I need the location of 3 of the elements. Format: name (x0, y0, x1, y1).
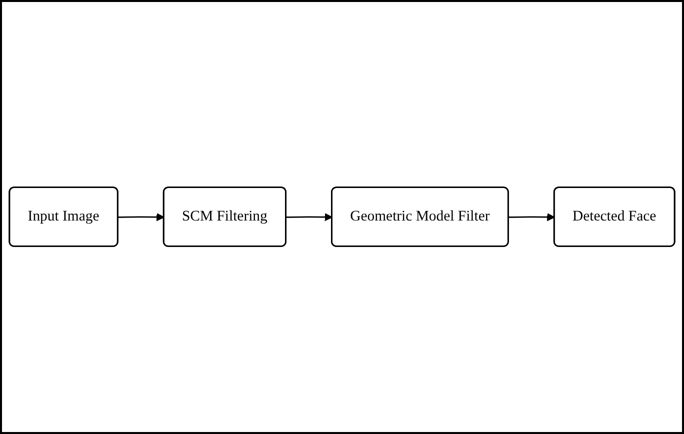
arrow (508, 213, 555, 222)
arrow (118, 213, 164, 222)
arrow (286, 213, 333, 222)
